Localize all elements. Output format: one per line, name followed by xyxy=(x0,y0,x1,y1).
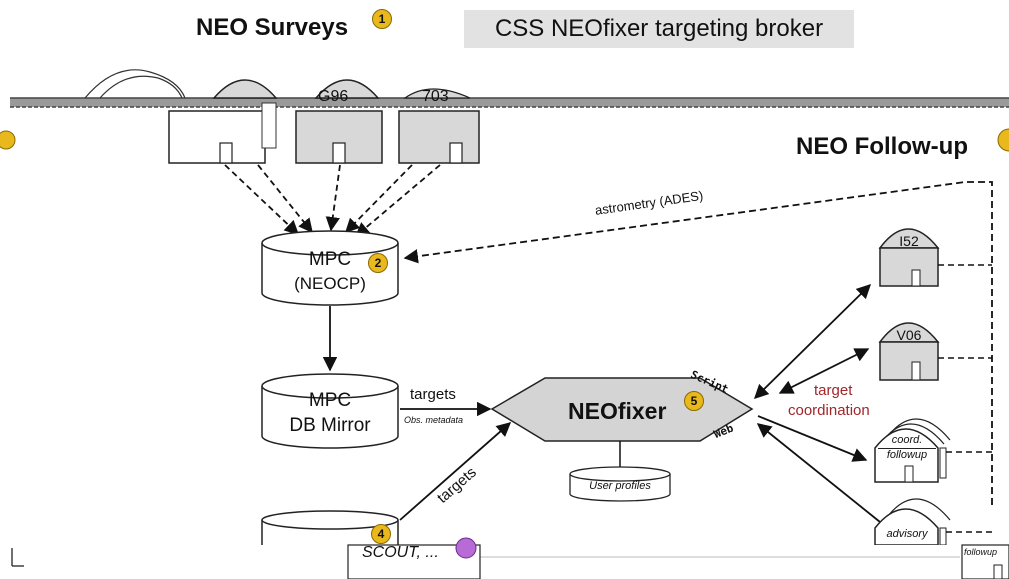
survey-site-label: G96 xyxy=(318,88,349,105)
scout-purple-badge xyxy=(455,537,477,559)
user-profiles-node xyxy=(569,466,671,502)
followup-observatory-coord xyxy=(874,418,992,483)
target-coordination-label-1: target xyxy=(814,382,853,399)
survey-observatory-703 xyxy=(398,88,480,164)
followup-observatory-advisory xyxy=(874,498,992,546)
followup-site-label: I52 xyxy=(899,233,919,249)
followup-observatory-i52 xyxy=(878,228,992,287)
scout-badge: 4 xyxy=(371,524,391,544)
survey-site-label: 703 xyxy=(422,88,449,105)
followup-bottom-door xyxy=(993,564,1003,579)
broker-title: CSS NEOfixer targeting broker xyxy=(464,10,854,48)
mpc-neocp-node xyxy=(261,230,399,306)
target-coordination-label-2: coordination xyxy=(788,402,870,419)
followup-bottom-label: followup xyxy=(964,547,998,557)
mpc-label: MPC xyxy=(308,249,352,270)
scout-to-neofixer-arrow xyxy=(399,422,512,521)
neocp-label: (NEOCP) xyxy=(294,274,366,293)
scout-label: SCOUT, ... xyxy=(362,544,439,561)
survey-banner xyxy=(10,97,1009,108)
astrometry-arrow xyxy=(403,181,993,505)
survey-observatory-g96 xyxy=(212,79,383,164)
neofixer-badge: 5 xyxy=(684,391,704,411)
followup-observatory-v06 xyxy=(878,322,992,381)
neofixer-followup-arrows xyxy=(753,283,881,523)
coord-label-2: followup xyxy=(878,448,936,461)
mpc-badge: 2 xyxy=(368,253,388,273)
surveys-badge: 1 xyxy=(372,9,392,29)
left-edge-badge xyxy=(0,130,16,150)
bottom-white-strip xyxy=(0,545,1009,579)
right-edge-badge xyxy=(997,128,1009,152)
targets-label: targets xyxy=(410,386,456,403)
mpc-db-mirror-node xyxy=(261,373,399,449)
user-profiles-label: User profiles xyxy=(589,480,651,492)
mirror-label-1: MPC xyxy=(308,390,352,411)
obs-metadata-label: Obs. metadata xyxy=(404,415,464,425)
coord-label-1: coord. xyxy=(891,434,923,446)
survey-to-mpc-arrows xyxy=(224,164,441,237)
advisory-label: advisory xyxy=(886,528,928,540)
background-domes xyxy=(84,69,186,99)
mirror-label-2: DB Mirror xyxy=(289,415,371,436)
surveys-title: NEO Surveys xyxy=(196,14,349,41)
followup-site-label: V06 xyxy=(896,327,922,343)
followup-title: NEO Follow-up xyxy=(796,133,968,160)
neofixer-label: NEOfixer xyxy=(568,398,667,424)
scout-base xyxy=(347,544,481,579)
survey-observatory-1 xyxy=(168,102,277,164)
